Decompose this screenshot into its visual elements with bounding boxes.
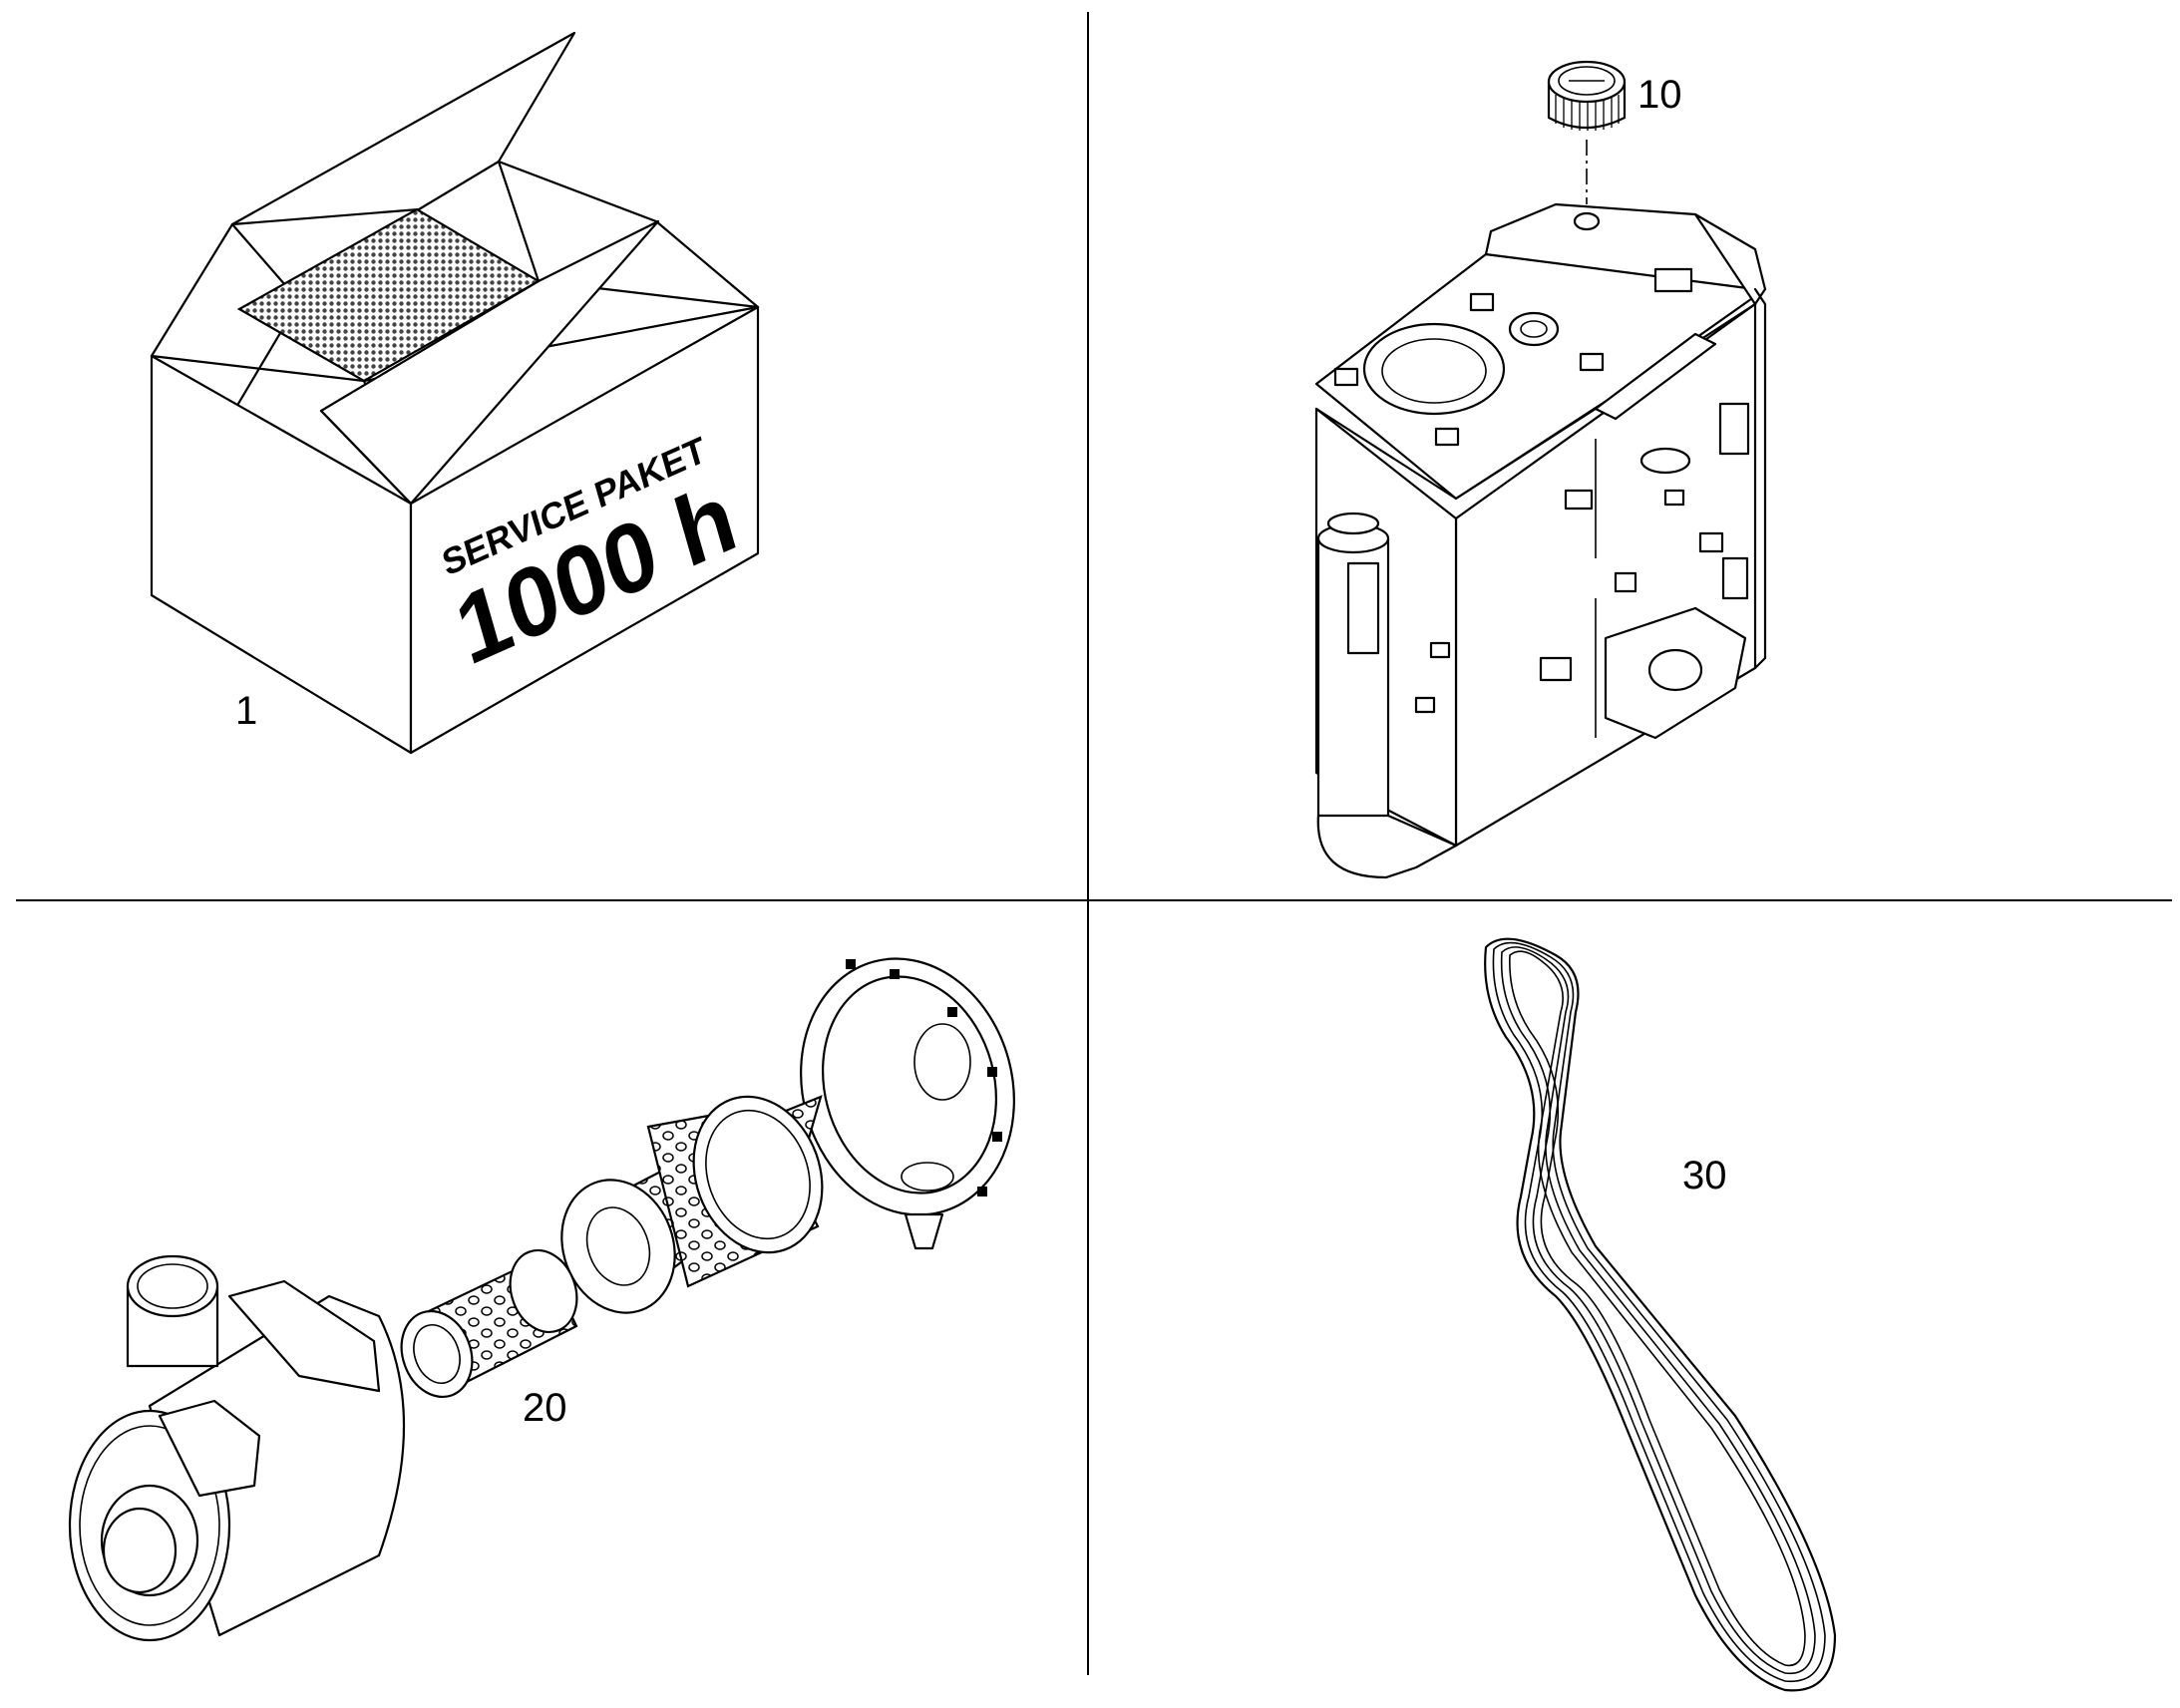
filter-housing — [68, 1254, 406, 1642]
callout-20: 20 — [523, 1386, 567, 1430]
tank-assembly — [1314, 60, 1767, 879]
quadrant-dividers — [16, 12, 2172, 1675]
air-filter-assembly — [68, 957, 1015, 1642]
safety-filter-element — [400, 1248, 578, 1399]
main-filter-element — [560, 1095, 824, 1314]
service-package-box: SERVICE PAKET 1000 h — [150, 31, 760, 755]
callout-1: 1 — [235, 689, 257, 733]
callout-10: 10 — [1637, 73, 1682, 117]
drive-belt — [1484, 937, 1837, 1692]
filler-cap — [1547, 60, 1627, 131]
callout-30: 30 — [1682, 1154, 1727, 1197]
